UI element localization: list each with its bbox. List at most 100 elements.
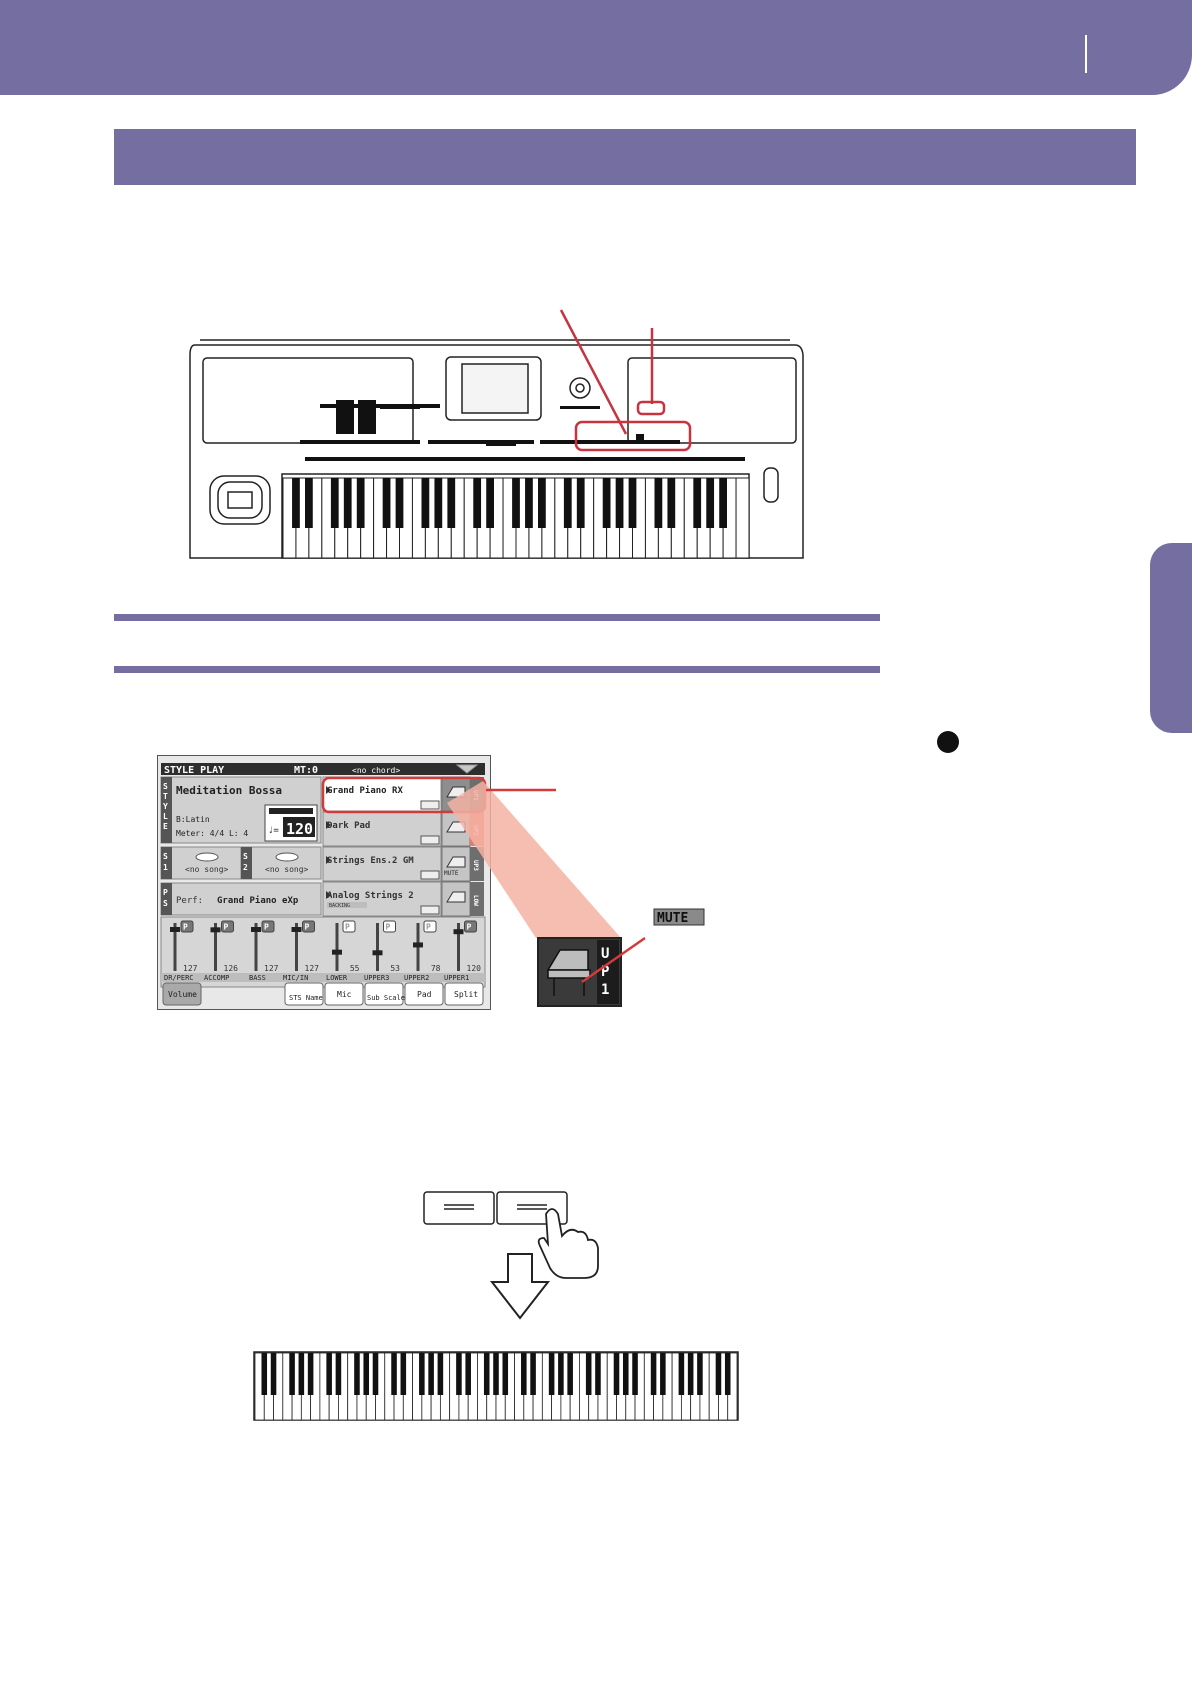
black-key	[585, 1353, 592, 1395]
backing-badge: BACKING	[329, 903, 350, 909]
play-status-icon	[261, 920, 275, 933]
sts-name-button[interactable]	[284, 982, 324, 1006]
black-key	[502, 1353, 509, 1395]
down-arrow-icon	[489, 1253, 551, 1320]
svg-text:1: 1	[163, 863, 168, 872]
song2-area[interactable]	[240, 846, 322, 880]
slot-tab-4[interactable]: LOW	[472, 895, 479, 906]
svg-text:S: S	[163, 852, 168, 861]
volume-tab-label: Volume	[168, 990, 197, 999]
play-status-letter: P	[224, 923, 229, 932]
white-key	[735, 477, 750, 559]
svg-text:2: 2	[243, 863, 248, 872]
black-key	[330, 478, 339, 528]
tempo-value: 120	[286, 820, 313, 838]
pad-button[interactable]	[404, 982, 444, 1006]
pad-button-label: Pad	[417, 990, 432, 999]
black-key	[261, 1353, 268, 1395]
channel-label-3: BASS	[249, 974, 266, 982]
black-key	[343, 478, 352, 528]
black-key	[613, 1353, 620, 1395]
black-key	[465, 1353, 471, 1395]
black-key	[521, 1353, 527, 1395]
black-key	[530, 1353, 536, 1395]
volume-tab[interactable]	[162, 982, 202, 1006]
fader-track	[214, 923, 217, 971]
black-key	[434, 478, 443, 528]
black-key	[719, 478, 727, 528]
song1-area[interactable]	[160, 846, 242, 880]
channel-label-7: UPPER2	[404, 974, 429, 982]
slot-tab-2[interactable]: UP2	[472, 825, 479, 836]
channel-value: 126	[224, 964, 239, 973]
svg-text:S: S	[163, 899, 168, 908]
sound-name-4[interactable]: Analog Strings 2	[327, 890, 414, 901]
black-key	[724, 1353, 731, 1395]
black-key	[391, 1353, 397, 1395]
black-key	[615, 478, 624, 528]
style-play-screen: STYLE PLAY MT:0 <no chord> STYLE Meditat…	[157, 755, 491, 1010]
sound-name-2[interactable]: Dark Pad	[327, 821, 370, 831]
black-key	[538, 478, 546, 528]
split-button[interactable]	[444, 982, 484, 1006]
black-key	[354, 1353, 360, 1395]
black-key	[298, 1353, 305, 1395]
slot-tab-3[interactable]: UP3	[472, 860, 479, 871]
black-key	[473, 478, 482, 528]
black-key	[382, 478, 391, 528]
black-key	[437, 1353, 444, 1395]
play-status-icon	[221, 920, 234, 933]
black-key	[447, 478, 456, 528]
mic-button[interactable]	[324, 982, 364, 1006]
black-key	[654, 478, 663, 528]
screen-title: STYLE PLAY	[164, 765, 224, 776]
mt-readout: MT:0	[294, 765, 318, 776]
black-key	[678, 1353, 685, 1395]
svg-text:E: E	[163, 822, 168, 831]
black-key	[305, 478, 313, 528]
play-status-icon	[383, 920, 396, 933]
slot-bank-indicator	[420, 870, 440, 880]
fader-knob	[372, 950, 383, 956]
black-key	[421, 478, 430, 528]
black-key	[400, 1353, 407, 1395]
black-key	[548, 1353, 555, 1395]
black-key	[687, 1353, 694, 1395]
rule-top	[114, 614, 880, 621]
black-key	[650, 1353, 657, 1395]
hand-press-icon	[537, 1208, 599, 1279]
slot-tab-1[interactable]: UP1	[472, 790, 479, 801]
sound-name-1[interactable]: Grand Piano RX	[327, 785, 403, 796]
bullet-icon	[937, 731, 959, 753]
channel-label-1: DR/PERC	[164, 974, 194, 982]
slot-bank-indicator	[420, 905, 440, 915]
channel-label-2: ACCOMP	[204, 974, 229, 982]
perf-label: Perf:	[176, 896, 203, 906]
style-bank: B:Latin	[176, 815, 210, 824]
black-key	[289, 1353, 295, 1395]
black-key	[419, 1353, 425, 1395]
slot-bank-indicator	[420, 835, 440, 845]
play-status-letter: P	[426, 923, 431, 932]
note-icon: ♩=	[268, 826, 279, 836]
fader-track	[295, 923, 298, 971]
sub-scale-label: Sub Scale	[367, 994, 405, 1002]
black-key	[456, 1353, 462, 1395]
slot-arrow-icon	[326, 891, 331, 899]
play-status-letter: P	[183, 923, 188, 932]
slot-bank-indicator	[420, 800, 440, 810]
play-status-letter: P	[264, 923, 269, 932]
slot-mute-badge: MUTE	[444, 870, 459, 877]
sts-name-label: STS Name	[289, 994, 323, 1002]
sub-scale-button[interactable]	[364, 982, 404, 1006]
fader-knob	[453, 929, 464, 935]
svg-text:L: L	[163, 812, 168, 821]
menu-dropdown-icon[interactable]	[455, 764, 479, 774]
channel-value: 78	[431, 964, 441, 973]
style-meter: Meter: 4/4 L: 4	[176, 829, 248, 838]
black-key	[697, 1353, 703, 1395]
sound-name-3[interactable]: Strings Ens.2 GM	[327, 855, 414, 866]
black-key	[660, 1353, 666, 1395]
black-key	[292, 478, 300, 528]
black-key	[628, 478, 637, 528]
